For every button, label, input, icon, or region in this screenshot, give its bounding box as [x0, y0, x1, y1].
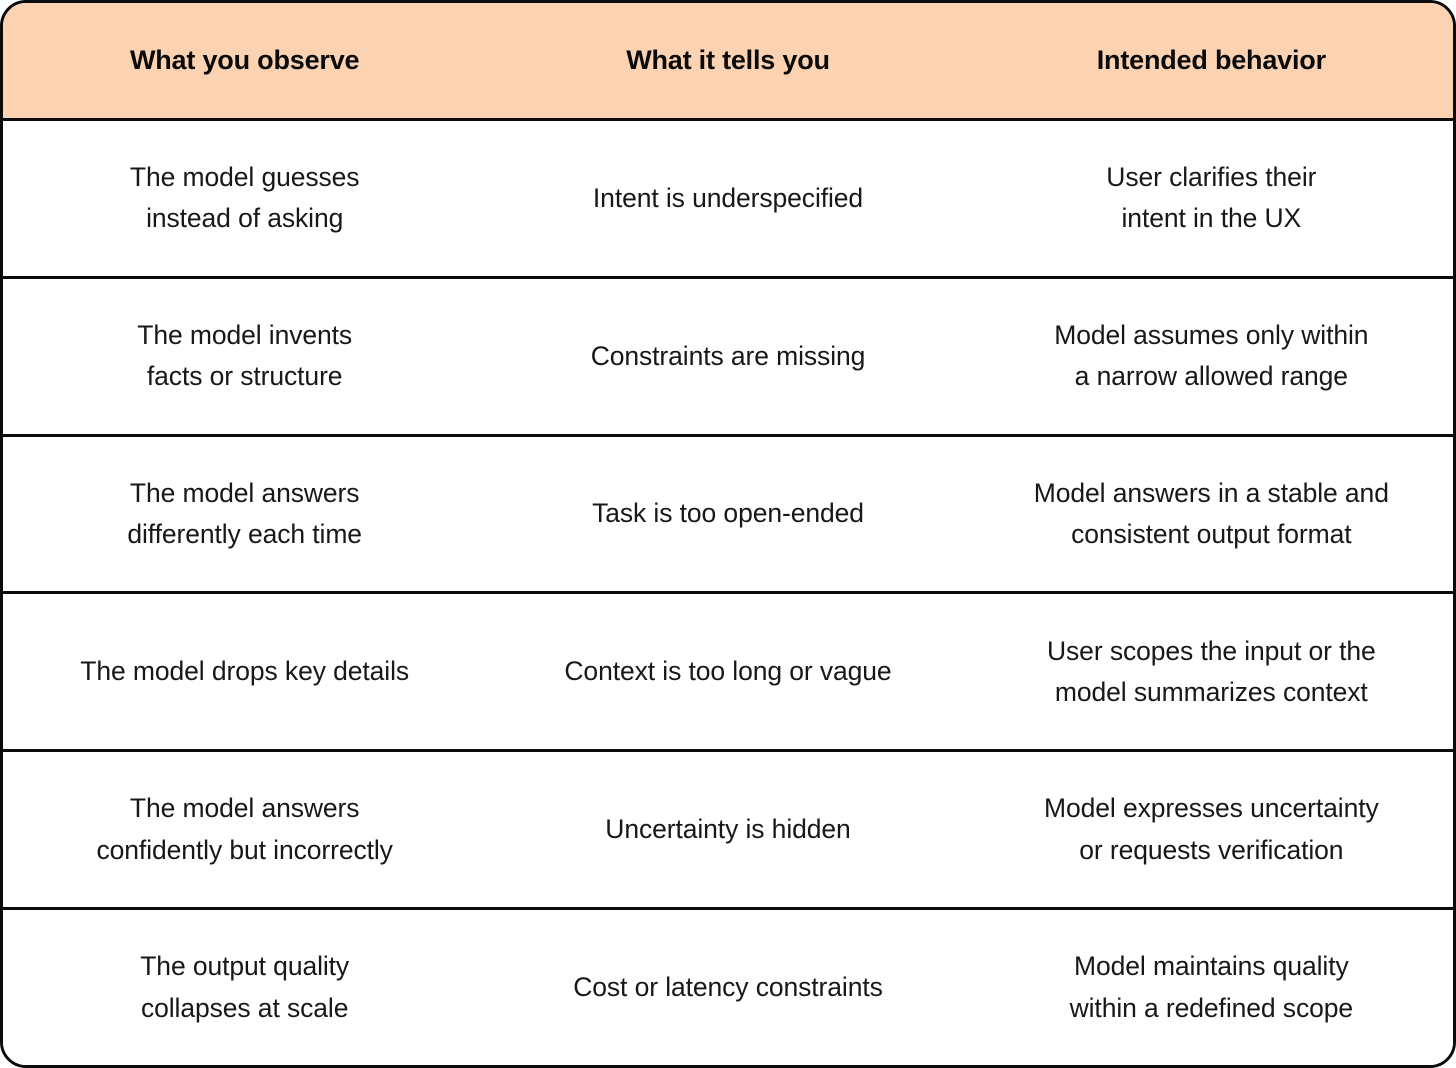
cell-intended: User clarifies their intent in the UX: [1106, 162, 1317, 234]
cell-intended: Model assumes only within a narrow allow…: [1054, 319, 1369, 392]
table-header-row: What you observe What it tells you Inten…: [3, 3, 1453, 121]
table-body: The model guesses instead of asking Inte…: [3, 121, 1453, 1065]
cell-intended: User scopes the input or the model summa…: [1047, 635, 1376, 707]
cell-observe: The model answers differently each time: [127, 477, 362, 550]
table-row: The output quality collapses at scale Co…: [3, 910, 1453, 1065]
cell-observe: The model answers confidently but incorr…: [96, 793, 393, 865]
cell-tells: Constraints are missing: [590, 340, 866, 371]
table-row: The model answers confidently but incorr…: [3, 752, 1453, 911]
cell-tells: Context is too long or vague: [564, 656, 892, 687]
cell-tells: Uncertainty is hidden: [605, 814, 851, 845]
column-header-what-you-observe: What you observe: [129, 45, 360, 76]
cell-observe: The output quality collapses at scale: [140, 951, 350, 1023]
table-row: The model invents facts or structure Con…: [3, 278, 1453, 437]
cell-observe: The model drops key details: [80, 656, 410, 687]
cell-observe: The model guesses instead of asking: [129, 162, 360, 234]
cell-tells: Cost or latency constraints: [573, 971, 883, 1002]
column-header-intended-behavior: Intended behavior: [1096, 45, 1326, 76]
cell-intended: Model maintains quality within a redefin…: [1069, 951, 1354, 1023]
cell-intended: Model answers in a stable and consistent…: [1033, 477, 1389, 550]
cell-observe: The model invents facts or structure: [137, 319, 353, 392]
column-header-what-it-tells-you: What it tells you: [626, 45, 830, 76]
table-row: The model guesses instead of asking Inte…: [3, 121, 1453, 279]
cell-tells: Task is too open-ended: [592, 498, 864, 529]
cell-tells: Intent is underspecified: [592, 182, 864, 213]
table-row: The model answers differently each time …: [3, 436, 1453, 595]
table-row: The model drops key details Context is t…: [3, 594, 1453, 753]
cell-intended: Model expresses uncertainty or requests …: [1044, 793, 1379, 865]
